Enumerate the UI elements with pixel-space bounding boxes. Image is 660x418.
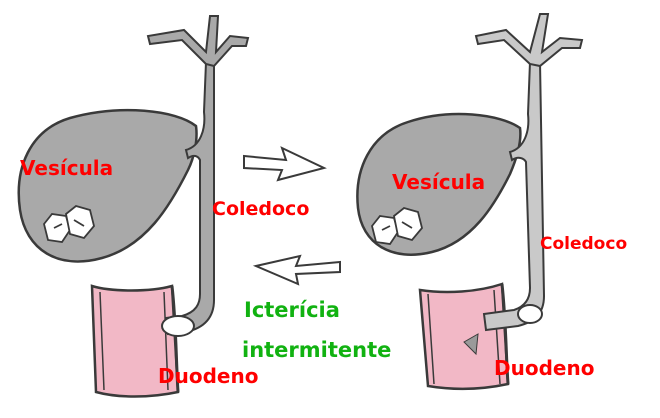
left-panel — [17, 15, 250, 398]
scan-patch-right — [600, 340, 660, 390]
right-bile-duct-label: Coledoco — [540, 234, 628, 254]
right-panel — [356, 13, 584, 391]
right-gallbladder-label: Vesícula — [392, 170, 486, 194]
jaundice-label-line2: intermitente — [242, 338, 392, 362]
left-hepatic-ducts — [146, 15, 250, 68]
arrow-left — [252, 254, 341, 286]
right-hepatic-ducts — [474, 13, 584, 68]
left-bile-duct-label: Coledoco — [212, 198, 310, 220]
right-bile-duct — [482, 61, 546, 332]
right-stone — [517, 304, 543, 324]
jaundice-label-line1: Icterícia — [244, 298, 340, 322]
left-duodenum — [90, 284, 180, 398]
left-impacted-stone — [161, 315, 195, 337]
right-gallstones — [371, 207, 423, 245]
left-gallbladder-label: Vesícula — [20, 156, 114, 180]
arrow-right — [243, 146, 327, 182]
scan-patch-left — [0, 336, 80, 392]
left-gallstones — [43, 205, 95, 243]
arrows — [243, 146, 341, 286]
right-duodenum-label: Duodeno — [494, 356, 595, 380]
left-duodenum-label: Duodeno — [158, 364, 259, 388]
left-gallbladder — [17, 108, 198, 263]
right-duodenum — [418, 282, 510, 391]
